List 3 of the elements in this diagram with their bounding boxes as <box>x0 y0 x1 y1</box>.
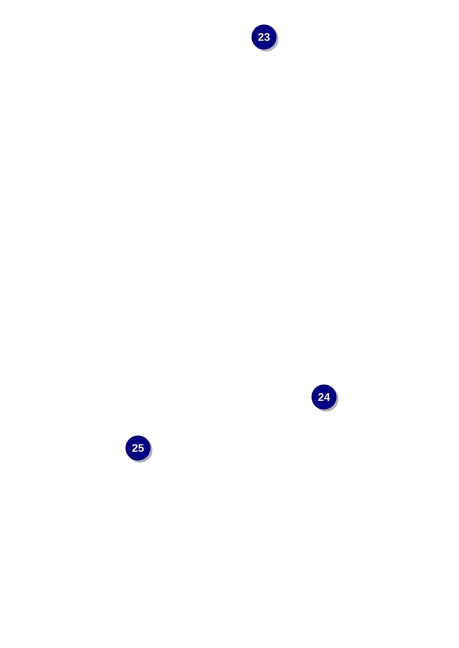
callout-number: 25 <box>126 436 152 462</box>
callout-number: 23 <box>252 24 278 52</box>
callout-number: 24 <box>312 384 338 412</box>
